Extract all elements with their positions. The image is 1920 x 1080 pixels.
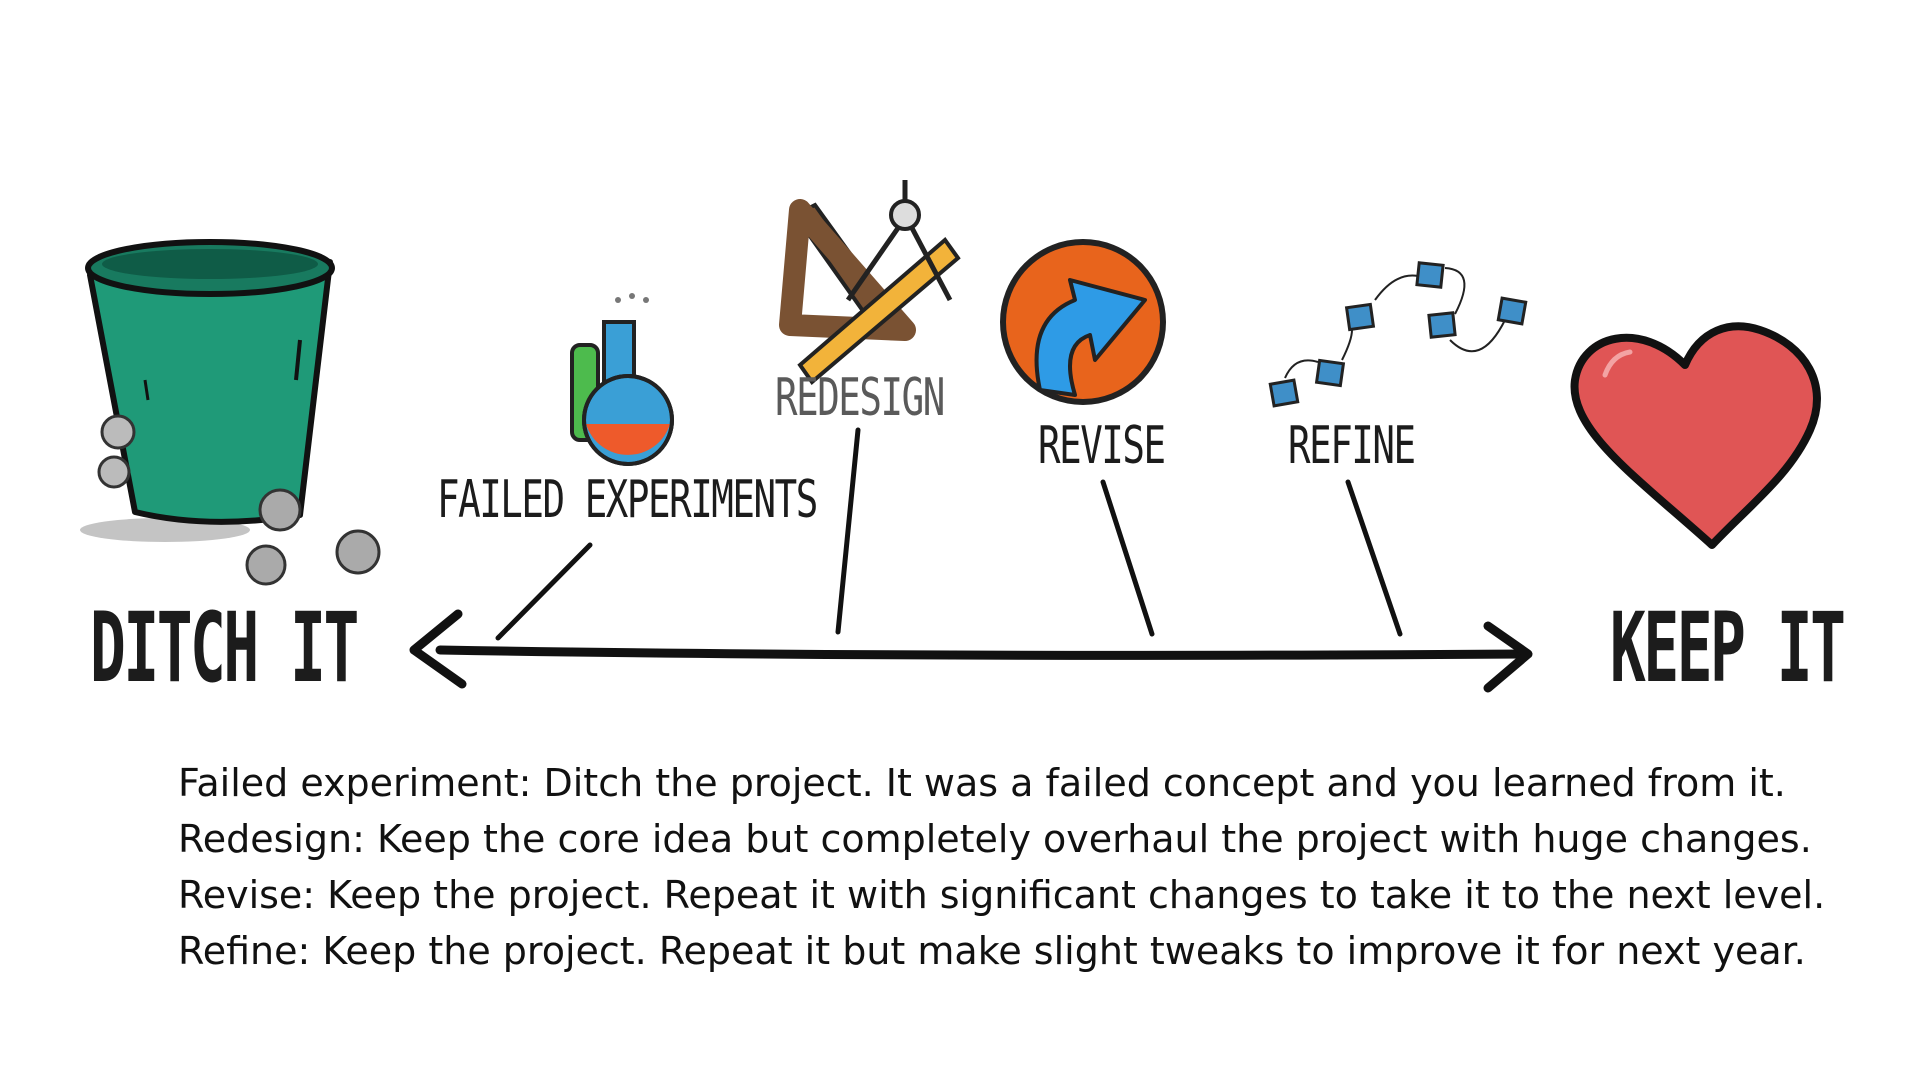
description-failed-experiment: Failed experiment: Ditch the project. It… [178,761,1786,805]
description-block: Failed experiment: Ditch the project. It… [178,755,1825,979]
description-redesign: Redesign: Keep the core idea but complet… [178,817,1812,861]
description-revise: Revise: Keep the project. Repeat it with… [178,873,1826,917]
redesign-label: REDESIGN [775,368,945,428]
pointer-failed-experiments [495,542,593,641]
ditch-it-label: DITCH IT [90,592,359,704]
sticky-notes-icon [1268,261,1528,408]
drafting-tools-icon [779,180,961,385]
revise-label: REVISE [1038,416,1166,476]
trash-can-icon [80,239,381,586]
failed-experiments-label: FAILED EXPERIMENTS [437,470,818,530]
pointer-revise [1100,479,1155,637]
description-refine: Refine: Keep the project. Repeat it but … [178,929,1806,973]
refine-label: REFINE [1288,416,1416,476]
redo-arrow-icon [1000,239,1166,405]
pointer-redesign [835,427,861,635]
spectrum-arrow [409,609,1533,693]
heart-icon [1570,322,1821,549]
keep-it-label: KEEP IT [1610,592,1846,704]
flask-icon [570,293,674,466]
pointer-refine [1345,479,1403,637]
